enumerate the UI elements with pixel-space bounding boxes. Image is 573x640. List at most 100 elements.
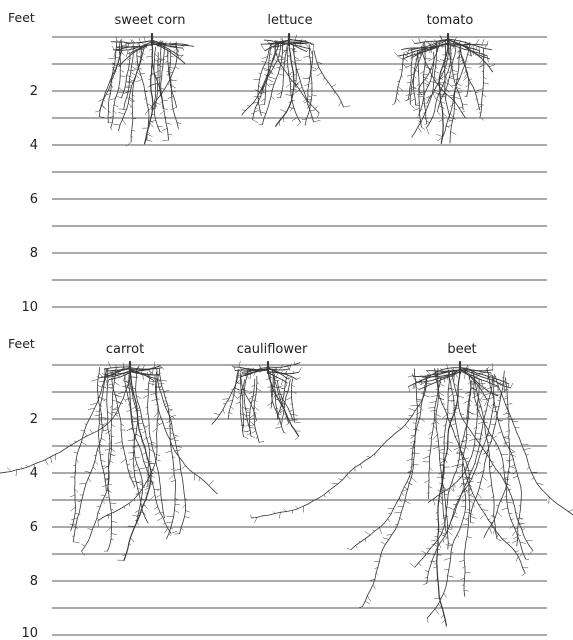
descending-root bbox=[464, 560, 465, 566]
descending-root-hair bbox=[111, 128, 112, 130]
descending-root-hair bbox=[445, 537, 448, 540]
descending-root bbox=[34, 462, 40, 464]
descending-root bbox=[93, 431, 98, 434]
taproot-hair bbox=[149, 463, 153, 464]
descending-root bbox=[472, 473, 474, 479]
taproot bbox=[437, 555, 438, 561]
descending-root bbox=[180, 528, 182, 534]
descending-root bbox=[485, 431, 486, 437]
lateral-root-hair bbox=[454, 375, 455, 382]
lateral-root bbox=[281, 366, 288, 367]
descending-root bbox=[134, 452, 135, 458]
descending-root bbox=[436, 429, 437, 435]
descending-root-hair bbox=[483, 399, 489, 400]
descending-root-hair bbox=[268, 387, 275, 388]
lateral-root bbox=[293, 372, 299, 373]
descending-root-hair bbox=[111, 521, 117, 522]
descending-root bbox=[410, 93, 411, 99]
descending-root bbox=[158, 471, 159, 477]
descending-root bbox=[519, 482, 521, 488]
descending-root-hair bbox=[414, 75, 416, 78]
descending-root bbox=[450, 108, 452, 114]
descending-root bbox=[302, 87, 304, 93]
descending-root bbox=[101, 433, 102, 439]
descending-root-hair bbox=[461, 441, 466, 442]
descending-root-hair bbox=[446, 76, 448, 81]
descending-root bbox=[114, 99, 115, 105]
descending-root bbox=[489, 422, 491, 428]
descending-root bbox=[405, 420, 409, 425]
lateral-root-hair bbox=[144, 37, 146, 42]
descending-root bbox=[458, 435, 459, 441]
descending-root bbox=[494, 424, 496, 430]
descending-root-hair bbox=[416, 102, 419, 105]
descending-root bbox=[520, 542, 522, 548]
descending-root-hair bbox=[423, 456, 429, 459]
descending-root bbox=[454, 384, 455, 390]
lateral-root bbox=[123, 58, 127, 62]
descending-root-hair bbox=[126, 142, 131, 147]
descending-root-hair bbox=[148, 443, 153, 445]
descending-root bbox=[501, 495, 503, 500]
descending-root bbox=[444, 449, 445, 455]
descending-root bbox=[568, 512, 573, 516]
descending-root-hair bbox=[7, 468, 11, 472]
descending-root-hair bbox=[314, 120, 321, 122]
taproot bbox=[447, 448, 448, 454]
descending-root bbox=[415, 127, 418, 132]
descending-root-hair bbox=[102, 485, 108, 487]
descending-root bbox=[282, 419, 283, 425]
descending-root-hair bbox=[329, 491, 330, 494]
descending-root bbox=[165, 523, 168, 528]
descending-root bbox=[328, 82, 331, 87]
descending-root bbox=[445, 409, 447, 415]
descending-root bbox=[490, 473, 491, 479]
descending-root bbox=[285, 70, 288, 75]
descending-root bbox=[504, 437, 506, 443]
descending-root bbox=[171, 73, 173, 79]
descending-root bbox=[360, 461, 365, 465]
descending-root bbox=[102, 421, 103, 427]
descending-root bbox=[490, 467, 491, 473]
descending-root-hair bbox=[253, 120, 259, 123]
descending-root-hair bbox=[90, 430, 93, 434]
descending-root bbox=[443, 523, 445, 529]
descending-root bbox=[131, 66, 132, 72]
descending-root bbox=[409, 477, 411, 483]
taproot bbox=[438, 531, 439, 537]
descending-root-hair bbox=[115, 395, 121, 397]
descending-root bbox=[312, 116, 314, 122]
taproot bbox=[442, 108, 443, 114]
descending-root bbox=[204, 481, 208, 485]
descending-root-hair bbox=[440, 437, 445, 438]
descending-root-hair bbox=[494, 469, 496, 472]
descending-root bbox=[309, 79, 310, 85]
descending-root-hair bbox=[150, 381, 155, 382]
descending-root bbox=[295, 112, 297, 117]
descending-root bbox=[436, 60, 437, 66]
descending-root-hair bbox=[147, 140, 152, 141]
descending-root-hair bbox=[85, 471, 91, 473]
descending-root bbox=[394, 503, 397, 508]
descending-root bbox=[157, 398, 158, 404]
descending-root bbox=[476, 451, 478, 457]
descending-root bbox=[245, 376, 247, 382]
descending-root bbox=[149, 431, 150, 437]
descending-root bbox=[220, 410, 223, 415]
descending-root bbox=[452, 476, 454, 482]
descending-root bbox=[401, 70, 402, 76]
taproot bbox=[138, 424, 139, 430]
descending-root-hair bbox=[448, 529, 451, 530]
descending-root bbox=[464, 590, 465, 596]
descending-root bbox=[127, 103, 129, 109]
descending-root bbox=[469, 456, 472, 461]
descending-root bbox=[521, 562, 523, 568]
descending-root-hair bbox=[518, 534, 521, 535]
lateral-root bbox=[291, 376, 296, 379]
lateral-root-hair bbox=[465, 373, 466, 379]
descending-root bbox=[446, 582, 447, 588]
descending-root-hair bbox=[308, 96, 311, 97]
descending-root bbox=[446, 507, 447, 513]
descending-root-hair bbox=[407, 459, 412, 461]
lateral-root bbox=[482, 374, 487, 376]
